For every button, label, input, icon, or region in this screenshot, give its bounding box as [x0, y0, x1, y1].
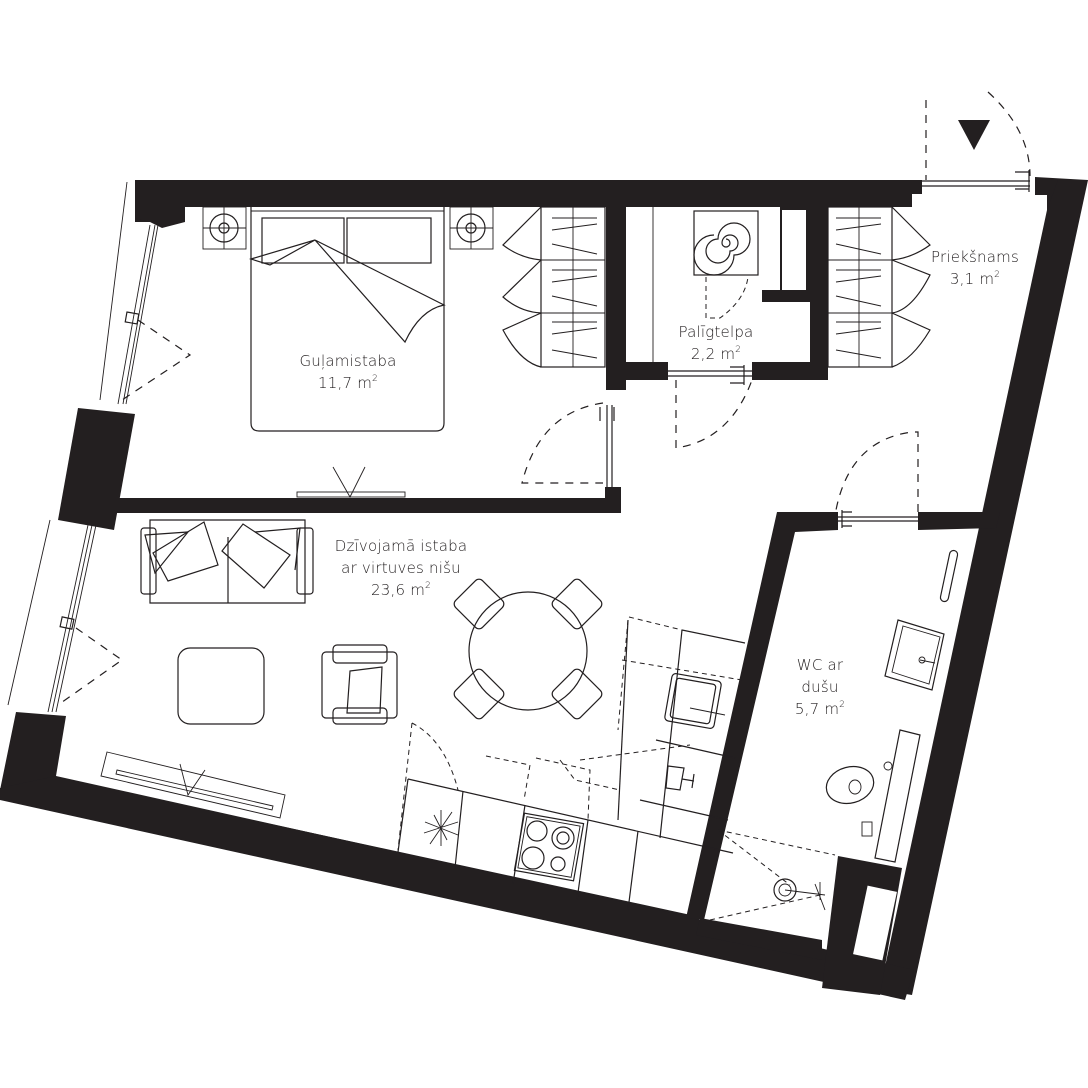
room-label-living: Dzīvojamā istaba ar virtuves nišu 23,6 m… — [335, 535, 468, 601]
kitchen-sink-icon — [664, 673, 726, 729]
bedroom-tv — [296, 466, 406, 498]
dining-chair — [453, 578, 505, 630]
bedroom-wardrobe — [502, 206, 606, 368]
triangle-down-icon — [958, 120, 990, 150]
dining-chair — [453, 668, 505, 720]
room-area: 2,2 m2 — [690, 345, 742, 363]
bathroom-sink-icon — [884, 619, 945, 691]
boiler-spiral-icon — [693, 210, 759, 276]
room-name: Guļamistaba — [299, 352, 397, 370]
entrance-door[interactable] — [922, 91, 1031, 192]
room-name-line1: WC ar — [796, 656, 844, 674]
bathroom-fixtures — [709, 549, 959, 921]
wine-glass-icon — [665, 765, 695, 791]
room-area: 5,7 m2 — [794, 700, 846, 718]
room-label-bathroom: WC ar dušu 5,7 m2 — [795, 654, 845, 720]
bedroom-furniture — [99, 181, 615, 498]
room-name-line2: dušu — [801, 678, 839, 696]
shower-icon — [709, 829, 836, 921]
nightstand-left — [202, 206, 247, 250]
living-window — [7, 519, 124, 713]
armchair — [321, 644, 398, 725]
room-area: 3,1 m2 — [949, 270, 1001, 288]
dining-chair — [551, 578, 603, 630]
towel-rail-icon — [939, 549, 959, 603]
nightstand-right — [449, 206, 494, 250]
hallway-furniture — [827, 206, 931, 528]
room-label-bedroom: Guļamistaba 11,7 m2 — [299, 350, 396, 394]
dining-chair — [551, 668, 603, 720]
bathroom-door[interactable] — [835, 431, 919, 528]
room-name: Palīgtelpa — [678, 323, 754, 341]
room-name: Priekšnams — [931, 248, 1019, 266]
kitchen-counter — [397, 616, 746, 911]
room-label-utility: Palīgtelpa 2,2 m2 — [679, 321, 754, 365]
bedroom-window — [99, 181, 192, 405]
ottoman — [177, 647, 265, 725]
hallway-wardrobe — [827, 206, 931, 368]
room-area: 11,7 m2 — [318, 374, 378, 392]
utility-door[interactable] — [668, 365, 753, 449]
walls — [0, 177, 1088, 1000]
room-area: 23,6 m2 — [371, 581, 431, 599]
room-name-line2: ar virtuves nišu — [341, 559, 461, 577]
bedroom-door[interactable] — [521, 402, 615, 487]
room-name-line1: Dzīvojamā istaba — [334, 537, 468, 555]
sofa — [140, 519, 314, 604]
dining-table — [453, 578, 603, 720]
double-bed — [248, 207, 446, 432]
cooktop-icon — [513, 812, 585, 882]
utility-furniture — [652, 207, 759, 449]
room-label-hallway: Priekšnams 3,1 m2 — [931, 246, 1019, 290]
living-furniture — [7, 519, 746, 911]
living-tv — [100, 751, 286, 819]
toilet-icon — [825, 729, 921, 863]
fan-hood-icon — [423, 810, 459, 846]
